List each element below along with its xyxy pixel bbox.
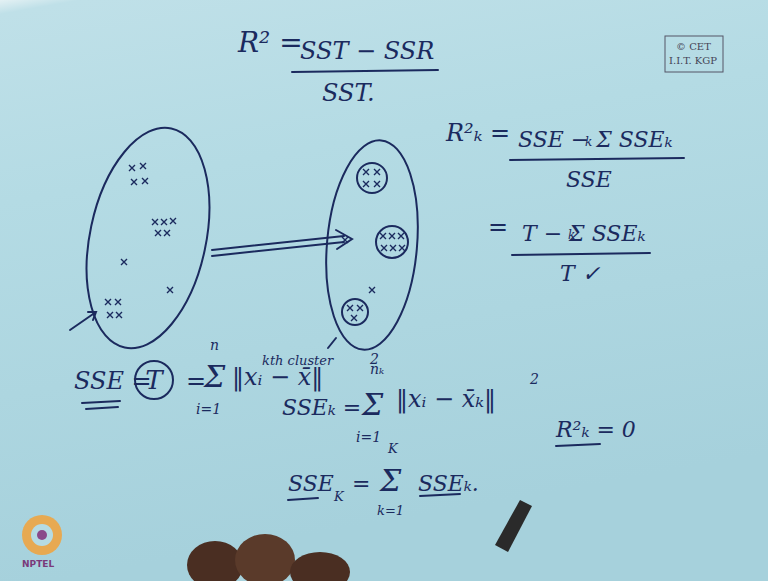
logo-text: NPTEL <box>22 560 54 570</box>
sum-lower-limit: i=1 <box>196 402 221 417</box>
cluster-note: kth cluster <box>262 354 333 368</box>
sum-index: k <box>568 229 575 242</box>
fraction-numerator: SSE − Σ SSEₖ <box>518 128 673 152</box>
circled-term: T <box>134 360 174 400</box>
sse-label: SSE <box>288 472 334 496</box>
watermark: I.I.T. KGP <box>669 55 717 66</box>
sum-upper-limit: n <box>210 338 219 353</box>
sum-upper-limit: nₖ <box>370 362 384 377</box>
sum-term: SSEₖ. <box>418 472 479 496</box>
sum-sign: Σ <box>380 464 401 497</box>
fraction-denominator: SST. <box>322 80 375 106</box>
sum-lower-limit: k=1 <box>377 504 404 518</box>
result-equation: R²ₖ = 0 <box>556 418 636 442</box>
fraction-numerator: SST − SSR <box>300 38 434 64</box>
sse-label: SSE = <box>74 368 152 394</box>
sse-k-label: SSEₖ = <box>282 396 361 420</box>
sum-sign: Σ <box>362 388 383 421</box>
sum-lower-limit: i=1 <box>356 430 381 445</box>
sum-index: k <box>585 136 592 149</box>
node-text: T <box>145 367 162 393</box>
norm-term: ‖xᵢ − x̄ₖ‖ <box>396 386 496 412</box>
r-squared: R² = <box>238 28 303 59</box>
exponent: 2 <box>530 372 539 387</box>
watermark: © CET <box>676 41 711 52</box>
sum-sign: Σ <box>204 360 225 393</box>
r-squared-k: R²ₖ = <box>446 120 510 146</box>
equals-sign: = <box>186 368 206 394</box>
sum-upper-limit: K <box>388 442 398 456</box>
fraction-numerator: T − Σ SSEₖ <box>522 222 645 246</box>
fraction-denominator: T ✓ <box>560 262 600 286</box>
fraction-denominator: SSE <box>566 168 612 192</box>
equals-sign: = <box>488 214 508 240</box>
subscript: K <box>334 490 344 504</box>
equals-sign: = <box>352 472 370 496</box>
